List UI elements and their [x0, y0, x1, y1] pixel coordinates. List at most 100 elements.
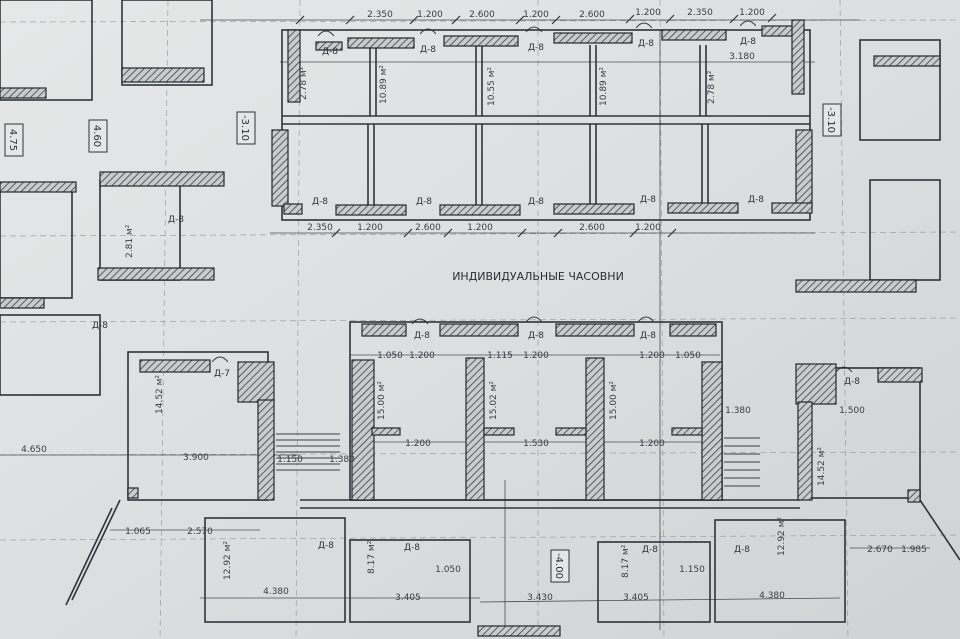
dimension-text: 1.200 — [639, 439, 665, 449]
dimension-text: 1.065 — [125, 527, 151, 537]
drawing-title: ИНДИВИДУАЛЬНЫЕ ЧАСОВНИ — [452, 270, 624, 283]
area-text: 10.89 м² — [599, 67, 609, 106]
door-tag: Д-8 — [642, 545, 658, 555]
dimension-text: 4.380 — [263, 587, 289, 597]
dimension-text: 1.200 — [739, 8, 765, 18]
dimension-text: 2.670 — [867, 545, 893, 555]
area-text: 15.02 м² — [489, 381, 499, 420]
area-text: 8.17 м² — [621, 544, 631, 578]
dimension-text: 1.050 — [435, 565, 461, 575]
dimension-figures: 2.350 1.200 2.600 1.200 2.600 1.200 2.35… — [21, 8, 927, 603]
hatched-walls — [0, 19, 941, 637]
dimension-text: 3.405 — [623, 593, 649, 603]
area-text: 12.92 м² — [223, 541, 233, 580]
dimension-text: 3.405 — [395, 593, 421, 603]
level-mark: -3.10 — [236, 111, 256, 145]
dimension-text: 1.150 — [277, 455, 303, 465]
area-text: 14.52 м² — [155, 375, 165, 414]
door-tag: Д-8 — [528, 331, 544, 341]
door-tag: Д-8 — [168, 215, 184, 225]
door-tag: Д-8 — [640, 331, 656, 341]
door-tag: Д-7 — [214, 369, 230, 379]
dimension-text: 2.570 — [187, 527, 213, 537]
door-tag: Д-8 — [528, 43, 544, 53]
dimension-text: 1.200 — [635, 223, 661, 233]
level-mark: -4.00 — [550, 549, 570, 583]
dimension-text: 2.600 — [469, 10, 495, 20]
door-tag: Д-8 — [638, 39, 654, 49]
dimension-text: 1.050 — [377, 351, 403, 361]
dimension-text: 1.150 — [679, 565, 705, 575]
dimension-text: 1.050 — [675, 351, 701, 361]
door-tag: Д-8 — [92, 321, 108, 331]
dimension-text: 1.200 — [467, 223, 493, 233]
area-text: 12.92 м² — [777, 517, 787, 556]
dimension-text: 2.600 — [579, 10, 605, 20]
svg-text:4.60: 4.60 — [91, 125, 102, 147]
dimension-text: 1.200 — [417, 10, 443, 20]
area-text: 15.00 м² — [609, 381, 619, 420]
door-tag: Д-8 — [740, 37, 756, 47]
door-swings — [211, 20, 853, 373]
area-text: 2.78 м² — [707, 70, 717, 104]
dimension-text: 2.350 — [687, 8, 713, 18]
level-mark: 4.75 — [4, 123, 24, 157]
area-text: 2.81 м² — [125, 224, 135, 258]
dimension-text: 2.600 — [415, 223, 441, 233]
door-tag: Д-8 — [844, 377, 860, 387]
dimension-text: 1.200 — [523, 351, 549, 361]
area-text: 8.17 м² — [367, 540, 377, 574]
dimension-ticks — [295, 13, 777, 238]
dimension-text: 1.200 — [409, 351, 435, 361]
dimension-text: 2.600 — [579, 223, 605, 233]
svg-text:-3.10: -3.10 — [239, 115, 250, 141]
dimension-text: 4.380 — [759, 591, 785, 601]
dimension-text: 2.350 — [307, 223, 333, 233]
dimension-text: 1.115 — [487, 351, 513, 361]
level-mark: 4.60 — [88, 119, 108, 153]
door-tag: Д-8 — [414, 331, 430, 341]
door-tags: Д-8 Д-8 Д-8 Д-8 Д-8 Д-8 Д-8 Д-8 Д-8 Д-8 … — [92, 37, 860, 555]
area-text: 15.00 м² — [377, 381, 387, 420]
dimension-text: 2.350 — [367, 10, 393, 20]
dimension-text: 1.500 — [839, 406, 865, 416]
dimension-text: 3.180 — [729, 52, 755, 62]
area-text: 14.52 м² — [817, 447, 827, 486]
door-tag: Д-8 — [404, 543, 420, 553]
door-tag: Д-8 — [318, 541, 334, 551]
door-tag: Д-8 — [748, 195, 764, 205]
dimension-text: 3.900 — [183, 453, 209, 463]
dimension-text: 1.200 — [635, 8, 661, 18]
dimension-text: 1.200 — [357, 223, 383, 233]
area-text: 10.55 м² — [487, 67, 497, 106]
door-tag: Д-8 — [416, 197, 432, 207]
level-mark: -3.10 — [822, 103, 842, 137]
door-tag: Д-8 — [420, 45, 436, 55]
dimension-text: 1.200 — [405, 439, 431, 449]
dimension-text: 4.650 — [21, 445, 47, 455]
svg-text:4.75: 4.75 — [7, 129, 18, 151]
svg-text:-3.10: -3.10 — [825, 107, 836, 133]
area-text: 10.89 м² — [379, 65, 389, 104]
dimension-lines — [0, 19, 930, 630]
door-tag: Д-8 — [312, 197, 328, 207]
room-areas: 2.78 м² 10.89 м² 10.55 м² 10.89 м² 2.78 … — [125, 65, 827, 580]
dimension-text: 3.430 — [527, 593, 553, 603]
door-tag: Д-8 — [640, 195, 656, 205]
dimension-text: 1.380 — [329, 455, 355, 465]
door-tag: Д-8 — [734, 545, 750, 555]
dimension-text: 1.200 — [639, 351, 665, 361]
door-tag: Д-8 — [322, 47, 338, 57]
dimension-text: 1.380 — [725, 406, 751, 416]
stairs — [276, 433, 760, 487]
level-marks: -3.10 -3.10 -4.00 4.75 4.60 — [4, 103, 842, 583]
dimension-text: 1.530 — [523, 439, 549, 449]
svg-text:-4.00: -4.00 — [553, 553, 564, 579]
dimension-text: 1.985 — [901, 545, 927, 555]
area-text: 2.78 м² — [299, 66, 309, 100]
door-tag: Д-8 — [528, 197, 544, 207]
dimension-text: 1.200 — [523, 10, 549, 20]
